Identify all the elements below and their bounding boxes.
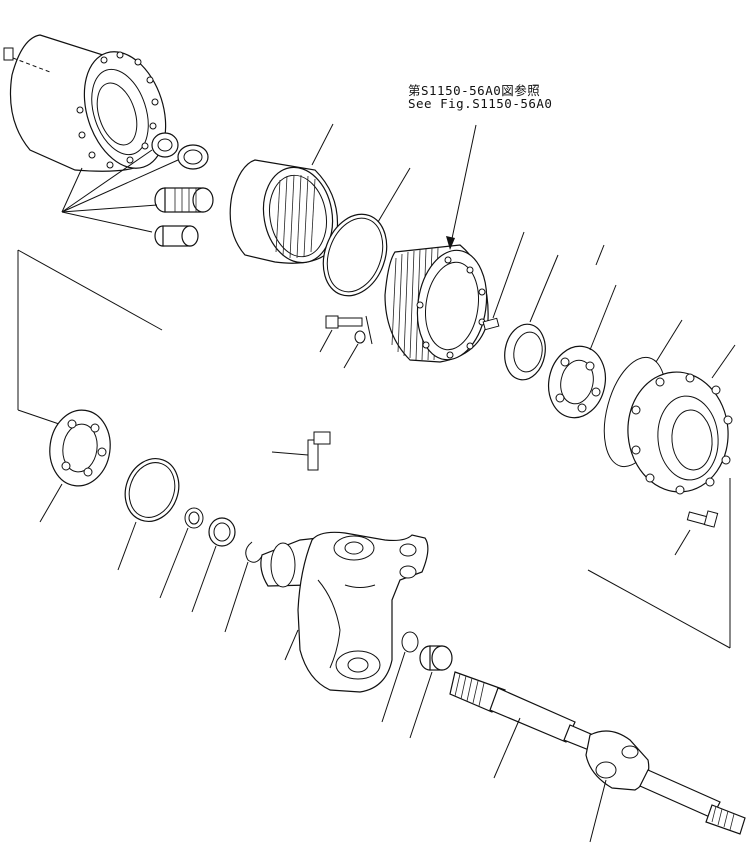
washer (343, 315, 373, 369)
ring-gear (229, 123, 338, 264)
reference-note-english: See Fig.S1150-56A0 (408, 96, 553, 111)
dowel-pin (482, 231, 525, 331)
seal-ring (595, 244, 605, 266)
needle-bearing (154, 187, 214, 213)
wheel-hub (9, 34, 167, 172)
shim (159, 507, 204, 599)
bearing-cone (151, 132, 179, 158)
knuckle-bushing (409, 645, 453, 739)
backup-ring (117, 458, 180, 571)
hub-housing (627, 344, 736, 495)
steering-knuckle (260, 531, 429, 693)
snap-ring (322, 167, 411, 297)
inner-bearing (39, 409, 111, 523)
reference-note-japanese: 第S1150-56A0図参照 (408, 83, 541, 98)
planetary-carrier (384, 124, 489, 363)
spacer (191, 517, 236, 613)
oil-seal (504, 254, 559, 381)
carrier-bolt (319, 315, 363, 353)
housing-bolt (674, 510, 719, 556)
knuckle-snap-ring (381, 631, 419, 723)
hub-leader-lines (61, 149, 179, 233)
bearing-cup (177, 144, 209, 170)
grease-fitting (271, 431, 331, 471)
axle-shaft (449, 671, 601, 779)
inner-sleeve (154, 225, 199, 247)
group-frame-lines (17, 249, 731, 649)
universal-joint (585, 730, 746, 843)
carrier-bearing (548, 284, 617, 419)
retaining-ring (224, 541, 263, 633)
hub-bolt (3, 47, 51, 73)
